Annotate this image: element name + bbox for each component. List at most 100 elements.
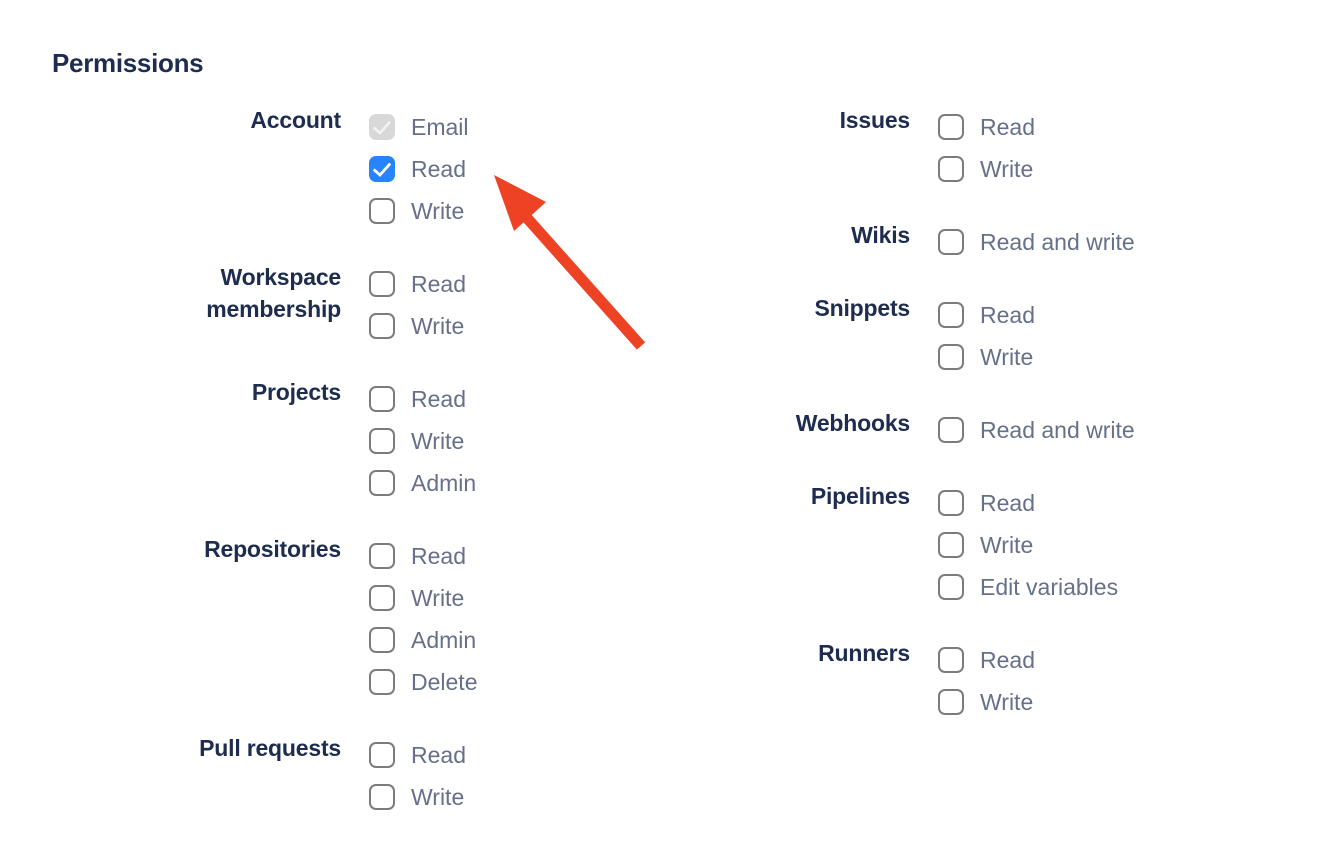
checkbox-issues-read[interactable] — [938, 114, 964, 140]
permission-option-account-write[interactable]: Write — [369, 198, 477, 224]
permission-group-label: Webhooks — [795, 410, 910, 436]
permission-option-issues-write[interactable]: Write — [938, 156, 1135, 182]
permission-option-pipelines-edit-variables[interactable]: Edit variables — [938, 574, 1135, 600]
checkbox-issues-write[interactable] — [938, 156, 964, 182]
checkbox-repositories-write[interactable] — [369, 585, 395, 611]
permission-option-label: Read — [411, 271, 466, 297]
checkbox-account-email — [369, 114, 395, 140]
permission-option-label: Write — [411, 585, 465, 611]
permission-group-label: Workspace membership — [206, 264, 341, 322]
permission-option-label: Edit variables — [980, 574, 1119, 600]
permission-options: Read Write Edit variables — [938, 490, 1135, 600]
checkbox-projects-read[interactable] — [369, 386, 395, 412]
checkbox-runners-read[interactable] — [938, 647, 964, 673]
permission-option-projects-read[interactable]: Read — [369, 386, 477, 412]
permission-option-label: Read — [980, 490, 1035, 516]
permission-option-wikis-read-and-write[interactable]: Read and write — [938, 229, 1135, 255]
permission-group-label: Account — [250, 107, 341, 133]
permission-group-label: Repositories — [204, 536, 341, 562]
permission-options: Read Write Admin — [369, 386, 477, 496]
permission-group-label: Issues — [839, 107, 911, 133]
permission-option-snippets-write[interactable]: Write — [938, 344, 1135, 370]
checkbox-repositories-admin[interactable] — [369, 627, 395, 653]
checkbox-workspace-membership-write[interactable] — [369, 313, 395, 339]
permission-group-pipelines: Pipelines Read Write Edit variables — [760, 483, 1135, 600]
checkbox-webhooks-read-and-write[interactable] — [938, 417, 964, 443]
permission-group-runners: Runners Read Write — [760, 640, 1135, 715]
permission-option-label: Write — [980, 344, 1034, 370]
permission-option-account-read[interactable]: Read — [369, 156, 477, 182]
permission-group-snippets: Snippets Read Write — [760, 295, 1135, 370]
permission-option-runners-read[interactable]: Read — [938, 647, 1135, 673]
permission-option-pull-requests-write[interactable]: Write — [369, 784, 477, 810]
permission-option-workspace-membership-read[interactable]: Read — [369, 271, 477, 297]
permission-option-projects-write[interactable]: Write — [369, 428, 477, 454]
permission-option-label: Read and write — [980, 229, 1135, 255]
permission-options: Read and write — [938, 417, 1135, 443]
checkbox-pull-requests-read[interactable] — [369, 742, 395, 768]
permission-option-label: Write — [980, 532, 1034, 558]
permission-group-issues: Issues Read Write — [760, 107, 1135, 182]
checkbox-projects-write[interactable] — [369, 428, 395, 454]
permission-option-label: Delete — [411, 669, 478, 695]
permission-option-workspace-membership-write[interactable]: Write — [369, 313, 477, 339]
checkbox-snippets-write[interactable] — [938, 344, 964, 370]
permission-option-label: Read and write — [980, 417, 1135, 443]
permission-group-label: Pipelines — [810, 483, 910, 509]
checkbox-pull-requests-write[interactable] — [369, 784, 395, 810]
checkbox-pipelines-write[interactable] — [938, 532, 964, 558]
permission-option-label: Write — [411, 198, 465, 224]
permission-option-repositories-admin[interactable]: Admin — [369, 627, 477, 653]
permission-options: Read Write Admin Delete — [369, 543, 477, 695]
checkbox-pipelines-read[interactable] — [938, 490, 964, 516]
permission-options: Read Write — [938, 114, 1135, 182]
permission-option-label: Email — [411, 114, 469, 140]
permission-group-repositories: Repositories Read Write Admin Delete — [161, 536, 477, 695]
checkbox-pipelines-edit-variables[interactable] — [938, 574, 964, 600]
permission-options: Read Write — [369, 271, 477, 339]
checkbox-account-write[interactable] — [369, 198, 395, 224]
permission-option-runners-write[interactable]: Write — [938, 689, 1135, 715]
permission-option-label: Read — [980, 302, 1035, 328]
permission-option-label: Read — [980, 647, 1035, 673]
permission-options: Read Write — [369, 742, 477, 810]
permission-option-account-email: Email — [369, 114, 477, 140]
permission-group-projects: Projects Read Write Admin — [161, 379, 477, 496]
permission-group-label: Projects — [251, 379, 341, 405]
checkbox-repositories-delete[interactable] — [369, 669, 395, 695]
permission-option-webhooks-read-and-write[interactable]: Read and write — [938, 417, 1135, 443]
checkbox-snippets-read[interactable] — [938, 302, 964, 328]
permission-group-label: Snippets — [814, 295, 910, 321]
annotation-arrow-shaft — [522, 214, 646, 350]
permission-option-label: Read — [411, 742, 466, 768]
permission-group-label: Runners — [818, 640, 910, 666]
annotation-arrow-head — [494, 175, 546, 231]
permission-option-label: Write — [411, 313, 465, 339]
permission-option-label: Read — [411, 386, 466, 412]
permissions-column-right: Issues Read Write Wikis Read and write S… — [760, 107, 1135, 715]
checkbox-workspace-membership-read[interactable] — [369, 271, 395, 297]
permission-option-label: Write — [411, 784, 465, 810]
permission-option-pull-requests-read[interactable]: Read — [369, 742, 477, 768]
permission-option-label: Read — [411, 543, 466, 569]
permission-option-snippets-read[interactable]: Read — [938, 302, 1135, 328]
permission-option-repositories-read[interactable]: Read — [369, 543, 477, 569]
permission-option-issues-read[interactable]: Read — [938, 114, 1135, 140]
checkbox-account-read[interactable] — [369, 156, 395, 182]
permission-option-pipelines-write[interactable]: Write — [938, 532, 1135, 558]
permission-options: Read and write — [938, 229, 1135, 255]
permission-group-wikis: Wikis Read and write — [760, 222, 1135, 255]
checkbox-projects-admin[interactable] — [369, 470, 395, 496]
permission-group-pull-requests: Pull requests Read Write — [161, 735, 477, 810]
permission-group-workspace-membership: Workspace membership Read Write — [161, 264, 477, 339]
permission-option-repositories-delete[interactable]: Delete — [369, 669, 477, 695]
permission-option-repositories-write[interactable]: Write — [369, 585, 477, 611]
checkbox-runners-write[interactable] — [938, 689, 964, 715]
permission-option-label: Write — [411, 428, 465, 454]
checkbox-wikis-read-and-write[interactable] — [938, 229, 964, 255]
page-title: Permissions — [52, 48, 204, 78]
checkbox-repositories-read[interactable] — [369, 543, 395, 569]
permission-option-label: Admin — [411, 627, 477, 653]
permission-option-projects-admin[interactable]: Admin — [369, 470, 477, 496]
permission-option-pipelines-read[interactable]: Read — [938, 490, 1135, 516]
